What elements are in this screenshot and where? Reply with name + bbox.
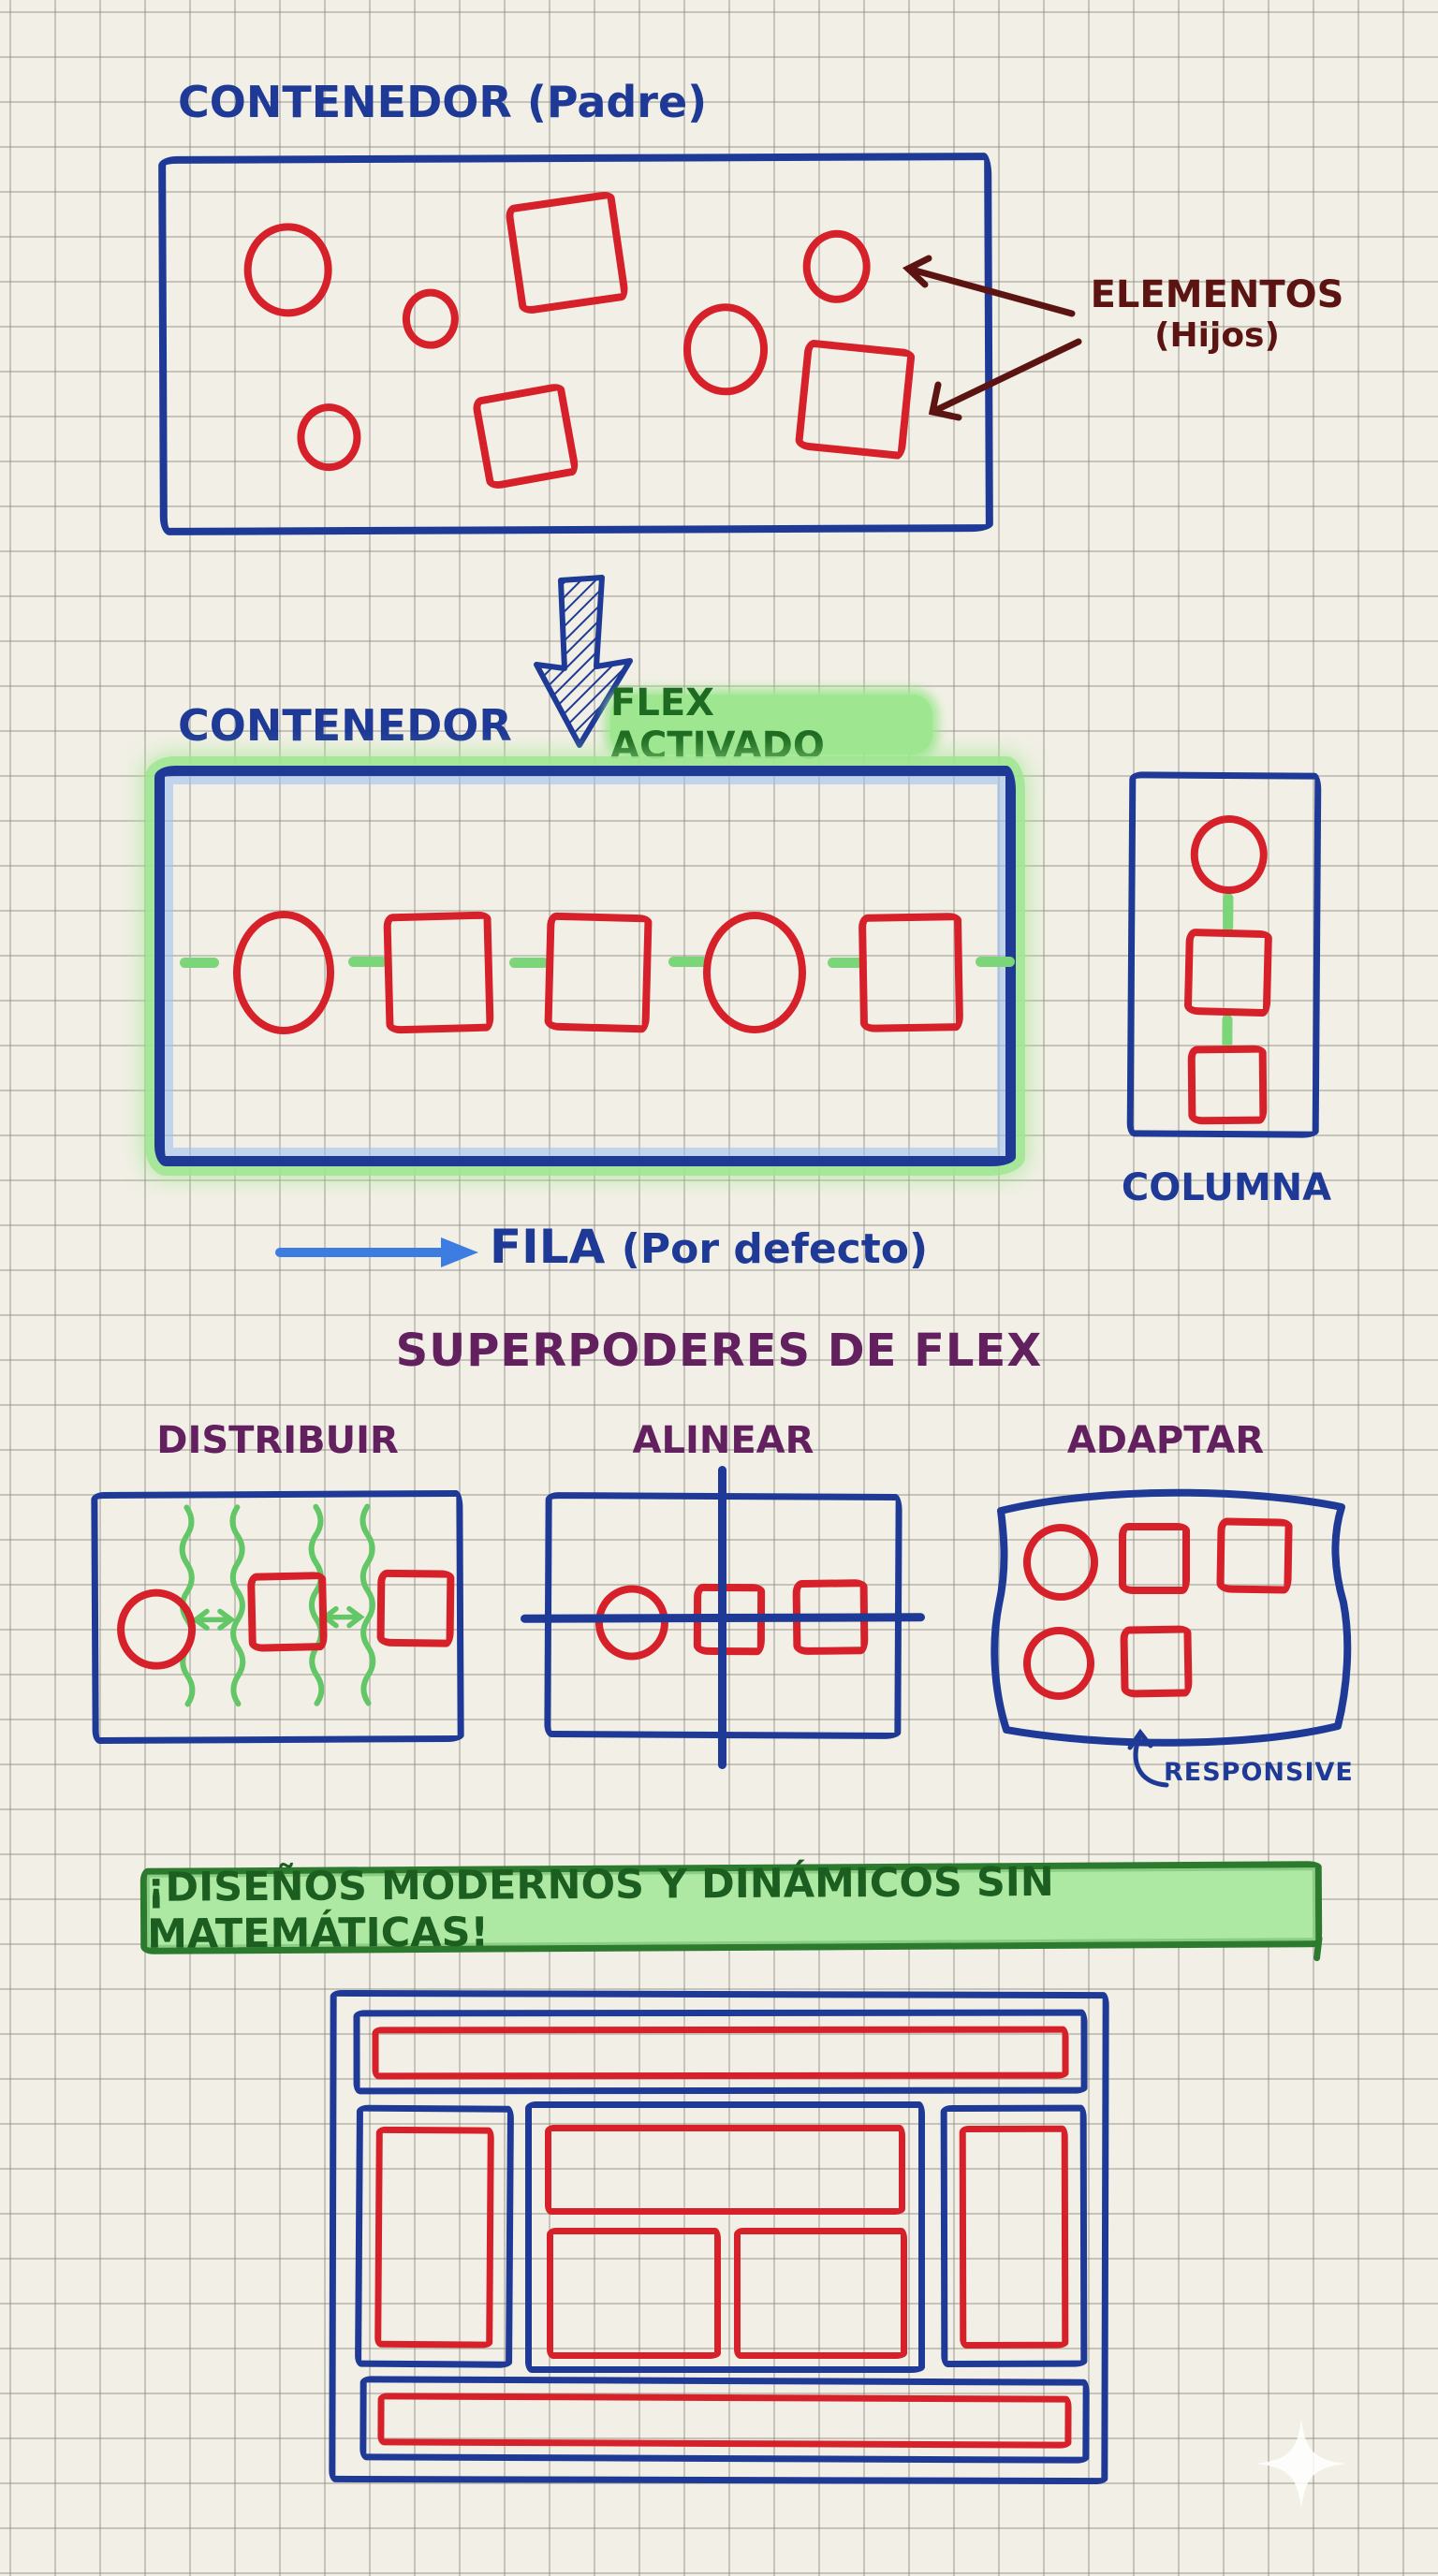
- distribuir-card: [91, 1489, 464, 1745]
- space-squiggles: [179, 1503, 376, 1707]
- square-shape: [1187, 1045, 1268, 1125]
- main-axis-dash: [668, 957, 708, 967]
- wireframe-sidebar-right: [940, 2104, 1088, 2368]
- flex-activated-text: FLEX ACTIVADO: [610, 681, 825, 768]
- row-caption-main: FILA: [490, 1220, 606, 1274]
- circle-shape: [297, 403, 361, 472]
- square-shape: [383, 911, 494, 1034]
- square-shape: [1119, 1523, 1190, 1594]
- responsive-label: RESPONSIVE: [1164, 1758, 1354, 1787]
- responsive-arrow-icon: [1127, 1728, 1169, 1788]
- wireframe-main-box-left: [547, 2228, 721, 2360]
- adaptar-card-border: [990, 1488, 1352, 1747]
- circle-shape: [802, 229, 871, 303]
- elements-sublabel: (Hijos): [1154, 316, 1280, 355]
- intro-title-main: CONTENEDOR: [178, 77, 512, 127]
- powers-title: SUPERPODERES DE FLEX: [395, 1325, 1043, 1377]
- sparkle-icon: [1256, 2419, 1346, 2509]
- elements-pointer-arrows: [902, 255, 1082, 421]
- main-axis-dash: [180, 958, 219, 968]
- slogan-text: ¡DISEÑOS MODERNOS Y DINÁMICOS SIN MATEMÁ…: [146, 1858, 1054, 1958]
- flex-activated-badge: FLEX ACTIVADO: [610, 681, 932, 768]
- flex-row-container: [154, 766, 1016, 1166]
- square-shape: [504, 190, 630, 315]
- circle-shape: [402, 288, 460, 349]
- alinear-vertical-axis: [718, 1466, 726, 1769]
- column-axis-connector: [1222, 1014, 1233, 1049]
- square-shape: [471, 382, 580, 491]
- intro-title: CONTENEDOR (Padre): [178, 77, 707, 127]
- square-shape: [1183, 928, 1272, 1017]
- square-shape: [376, 1569, 455, 1647]
- main-axis-dash: [976, 957, 1015, 967]
- wireframe-sidebar-left: [355, 2104, 514, 2368]
- square-shape: [1120, 1625, 1193, 1698]
- row-direction-arrow-icon: [275, 1237, 478, 1267]
- circle-shape: [116, 1588, 197, 1670]
- wireframe-footer-content: [377, 2393, 1072, 2449]
- card-label-alinear: ALINEAR: [632, 1419, 814, 1462]
- column-axis-connector: [1223, 892, 1234, 933]
- square-shape: [247, 1572, 328, 1652]
- messy-container: [158, 153, 993, 535]
- down-arrow-icon: [534, 575, 633, 748]
- circle-shape: [243, 223, 332, 317]
- main-axis-dash: [828, 958, 867, 968]
- intro-title-sub: (Padre): [526, 77, 708, 127]
- wireframe-main-hero: [545, 2125, 905, 2216]
- square-shape: [858, 913, 964, 1032]
- square-shape: [1216, 1517, 1293, 1594]
- adaptar-card: [986, 1486, 1345, 1743]
- card-label-adaptar: ADAPTAR: [1066, 1419, 1265, 1462]
- wireframe-sidebar-right-content: [959, 2125, 1069, 2349]
- circle-shape: [233, 911, 334, 1034]
- wireframe-main: [525, 2101, 925, 2374]
- row-caption-sub: (Por defecto): [621, 1225, 929, 1273]
- wireframe-footer: [360, 2376, 1090, 2464]
- column-label: COLUMNA: [1121, 1166, 1332, 1209]
- circle-shape: [594, 1585, 669, 1661]
- flex-column-container: [1126, 771, 1322, 1138]
- slogan-banner: ¡DISEÑOS MODERNOS Y DINÁMICOS SIN MATEMÁ…: [139, 1859, 1323, 1958]
- circle-shape: [1190, 814, 1269, 895]
- square-shape: [544, 912, 653, 1033]
- row-caption: FILA (Por defecto): [490, 1220, 928, 1274]
- circle-shape: [703, 912, 806, 1033]
- flex-container-label: CONTENEDOR: [178, 700, 512, 751]
- circle-shape: [1023, 1524, 1098, 1601]
- wireframe-header: [353, 2009, 1088, 2095]
- wireframe-header-content: [372, 2026, 1069, 2080]
- wireframe-sidebar-left-content: [374, 2126, 494, 2349]
- main-axis-dash: [348, 957, 388, 967]
- circle-shape: [1023, 1627, 1094, 1700]
- circle-shape: [682, 303, 769, 396]
- card-label-distribuir: DISTRIBUIR: [156, 1419, 399, 1462]
- wireframe-page: [329, 1989, 1109, 2485]
- main-axis-dash: [509, 958, 549, 968]
- elements-label: ELEMENTOS: [1090, 273, 1344, 316]
- wireframe-main-box-right: [734, 2228, 907, 2360]
- elements-label-block: ELEMENTOS (Hijos): [1058, 273, 1376, 355]
